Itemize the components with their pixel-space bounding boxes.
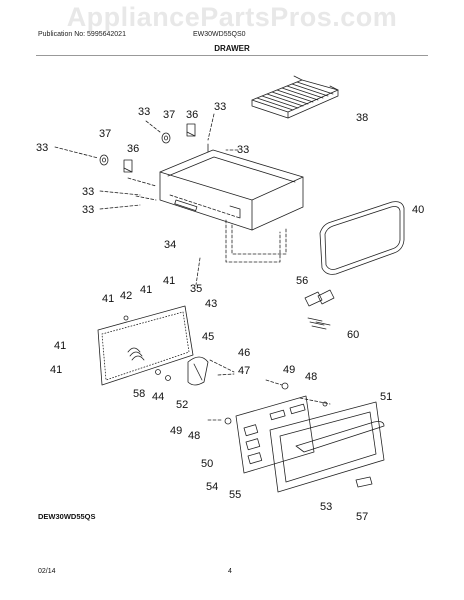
gasket	[319, 201, 405, 275]
part-label: 54	[206, 481, 218, 493]
part-label: 58	[133, 388, 145, 400]
part-label: 41	[54, 340, 66, 352]
part-label: 37	[99, 128, 111, 140]
part-label: 44	[152, 391, 164, 403]
heat-shield	[155, 356, 209, 386]
part-label: 49	[170, 425, 182, 437]
part-label: 38	[356, 112, 368, 124]
footer-date: 02/14	[38, 568, 56, 575]
part-label: 60	[347, 329, 359, 341]
part-label: 55	[229, 489, 241, 501]
part-label: 34	[164, 239, 176, 251]
part-label: 41	[102, 293, 114, 305]
part-label: 35	[190, 283, 202, 295]
watermark: AppliancePartsPros.com	[66, 2, 398, 32]
part-label: 43	[205, 298, 217, 310]
part-label: 41	[50, 364, 62, 376]
slide-brackets	[99, 123, 196, 173]
part-label: 48	[188, 430, 200, 442]
model-number: EW30WD55QS0	[193, 31, 246, 38]
part-label: 52	[176, 399, 188, 411]
part-label: 41	[163, 275, 175, 287]
part-label: 33	[214, 101, 226, 113]
part-label: 33	[36, 142, 48, 154]
hinge-brackets	[304, 289, 335, 330]
part-label: 57	[356, 511, 368, 523]
door-glass	[235, 395, 315, 474]
part-label: 48	[305, 371, 317, 383]
part-label: 37	[163, 109, 175, 121]
model-code: DEW30WD55QS	[38, 512, 96, 521]
publication-number: Publication No: 5995642021	[38, 31, 126, 38]
section-title: DRAWER	[214, 44, 250, 53]
part-label: 41	[140, 284, 152, 296]
outer-door	[269, 401, 385, 493]
part-label: 33	[237, 144, 249, 156]
part-label: 53	[320, 501, 332, 513]
part-label: 45	[202, 331, 214, 343]
part-label: 40	[412, 204, 424, 216]
page-number: 4	[228, 568, 232, 575]
part-label: 33	[82, 204, 94, 216]
part-label: 42	[120, 290, 132, 302]
part-label: 51	[380, 391, 392, 403]
inner-door-panel	[97, 305, 194, 386]
drawer-box	[159, 143, 304, 231]
part-label: 50	[201, 458, 213, 470]
part-label: 47	[238, 365, 250, 377]
part-label: 49	[283, 364, 295, 376]
part-label: 36	[127, 143, 139, 155]
leader-lines	[54, 113, 331, 421]
part-label: 36	[186, 109, 198, 121]
part-label: 46	[238, 347, 250, 359]
part-label: 33	[82, 186, 94, 198]
part-label: 33	[138, 106, 150, 118]
part-label: 56	[296, 275, 308, 287]
rack	[251, 75, 339, 119]
small-parts	[224, 382, 373, 488]
part-number-labels: 33 37 36 33 33 37 36 33 38 33 33 34 40 5…	[36, 101, 424, 523]
header-rule	[36, 55, 428, 56]
